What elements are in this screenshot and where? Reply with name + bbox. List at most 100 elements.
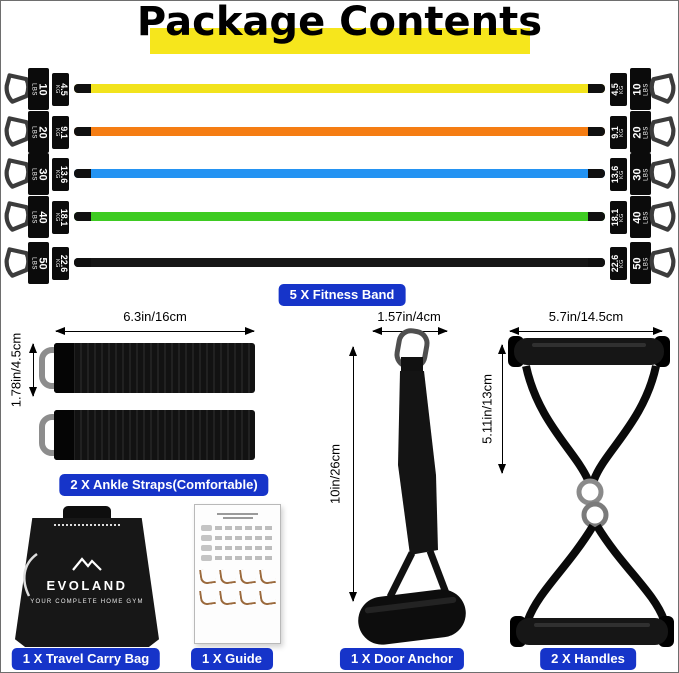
- guide-sketch-icon: [201, 535, 212, 541]
- exercise-figure-sketch: [259, 589, 276, 606]
- ankle-strap: [39, 410, 255, 460]
- ankle-strap: [39, 343, 255, 393]
- exercise-figure-sketch: [199, 568, 216, 585]
- weight-value: 40: [36, 210, 49, 224]
- weight-value: 50: [630, 256, 643, 270]
- exercise-figure-sketch: [259, 568, 276, 585]
- guide-sketch-row: [201, 555, 274, 561]
- carabiner-hook-icon: [649, 201, 676, 232]
- weight-unit: KG: [619, 259, 626, 268]
- band-tube: [74, 169, 605, 178]
- weight-unit: LBS: [29, 82, 36, 96]
- travel-carry-bag: EVOLAND YOUR COMPLETE HOME GYM: [13, 504, 161, 647]
- dim-handle-height: 5.11in/13cm: [479, 374, 495, 444]
- weight-unit: KG: [619, 128, 626, 137]
- weight-value: 18.1: [58, 208, 69, 227]
- carabiner-hook-icon: [4, 201, 31, 232]
- carabiner-hook-icon: [4, 247, 31, 278]
- band-tube: [74, 258, 605, 267]
- door-anchor: [358, 328, 466, 645]
- exercise-figure-sketch: [239, 568, 256, 585]
- weight-value: 4.5: [58, 83, 69, 96]
- weight-unit: KG: [53, 259, 60, 268]
- weight-value: 30: [36, 167, 49, 181]
- weight-unit: KG: [619, 170, 626, 179]
- exercise-figure-sketch: [219, 589, 236, 606]
- weight-unit: KG: [619, 213, 626, 222]
- strap-webbing: [54, 410, 255, 460]
- weight-value: 40: [630, 210, 643, 224]
- exercise-figure-sketch: [199, 589, 216, 606]
- dim-arrow-horizontal: [55, 327, 255, 335]
- band-tube: [74, 84, 605, 93]
- label-fitness-bands: 5 X Fitness Band: [278, 284, 406, 306]
- dim-arrow-vertical: [498, 344, 506, 474]
- band-tube: [74, 212, 605, 221]
- exercise-guide-page: [194, 504, 281, 644]
- guide-sketch-text: [215, 536, 274, 540]
- guide-sketch-row: [201, 545, 274, 551]
- dim-handle-width: 5.7in/14.5cm: [548, 309, 624, 324]
- label-door-anchor: 1 X Door Anchor: [339, 648, 465, 670]
- guide-sketch-icon: [201, 555, 212, 561]
- guide-sketch-text: [215, 526, 274, 530]
- weight-value: 13.6: [58, 165, 69, 184]
- exercise-figure-sketch: [239, 589, 256, 606]
- weight-value: 10: [36, 82, 49, 96]
- carabiner-hook-icon: [4, 158, 31, 189]
- brand-tagline: YOUR COMPLETE HOME GYM: [30, 599, 144, 605]
- weight-unit: KG: [53, 85, 60, 94]
- guide-sketch-icon: [201, 545, 212, 551]
- carabiner-hook-icon: [4, 73, 31, 104]
- label-handles: 2 X Handles: [540, 648, 636, 670]
- carabiner-hook-icon: [649, 116, 676, 147]
- guide-sketch-row: [201, 535, 274, 541]
- weight-unit: LBS: [29, 210, 36, 224]
- strap-webbing: [54, 343, 255, 393]
- weight-value: 20: [36, 125, 49, 139]
- dim-door-anchor-width: 1.57in/4cm: [377, 309, 441, 324]
- dim-ankle-strap-height: 1.78in/4.5cm: [8, 332, 24, 408]
- guide-sketch-icon: [201, 525, 212, 531]
- page-title: Package Contents: [136, 0, 543, 45]
- guide-sketch-row: [201, 525, 274, 531]
- weight-unit: LBS: [29, 167, 36, 181]
- dim-arrow-vertical: [349, 346, 357, 602]
- dim-door-anchor-height: 10in/26cm: [327, 444, 343, 504]
- dim-arrow-vertical: [29, 343, 37, 397]
- weight-value: 30: [630, 167, 643, 181]
- title-highlight-bar: [150, 28, 530, 54]
- carabiner-hook-icon: [649, 158, 676, 189]
- weight-unit: KG: [53, 213, 60, 222]
- drawstring-icon: [54, 524, 120, 526]
- weight-value: 50: [36, 256, 49, 270]
- weight-unit: KG: [619, 85, 626, 94]
- guide-title-line: [222, 517, 253, 519]
- bag-body: [15, 518, 159, 647]
- dim-ankle-strap-width: 6.3in/16cm: [123, 309, 187, 324]
- guide-title-line: [216, 513, 259, 515]
- label-guide: 1 X Guide: [191, 648, 273, 670]
- carabiner-hook-icon: [649, 247, 676, 278]
- weight-unit: KG: [53, 170, 60, 179]
- carabiner-hook-icon: [4, 116, 31, 147]
- exercise-figure-sketch: [219, 568, 236, 585]
